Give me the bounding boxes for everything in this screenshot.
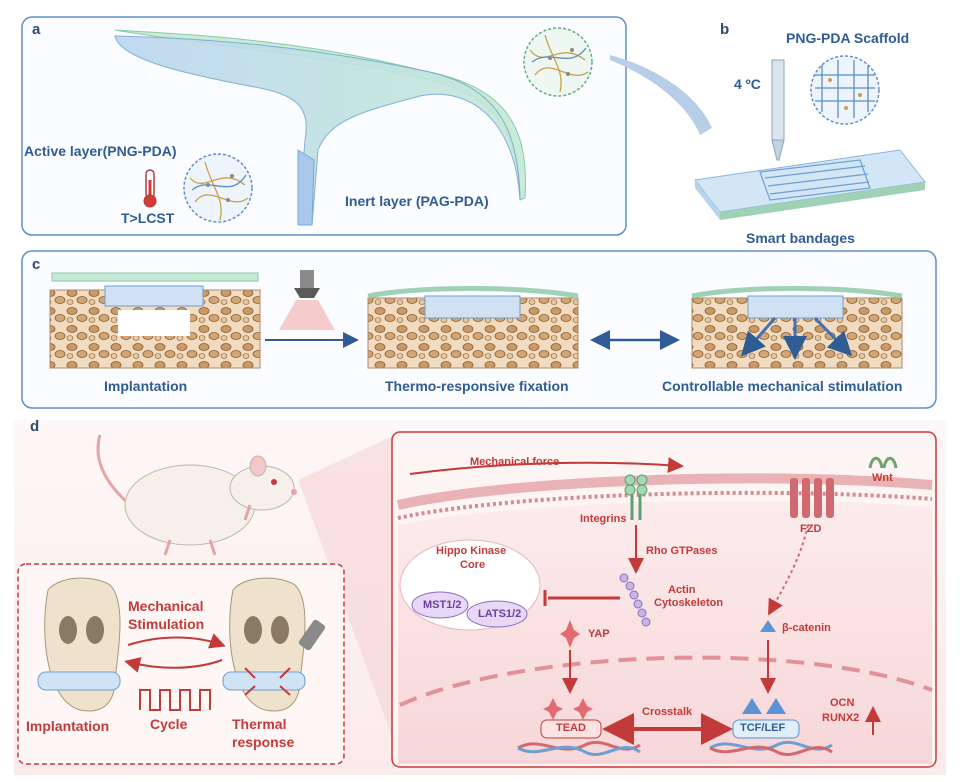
temperature-label: 4 ºC xyxy=(734,76,761,92)
runx2-label: RUNX2 xyxy=(822,712,860,724)
fzd-to-bcatenin-arrow xyxy=(768,524,809,616)
square-wave-icon xyxy=(139,689,211,711)
network-zoom-circle-bottom xyxy=(183,153,253,223)
tead-box xyxy=(540,719,602,739)
integrin-icon xyxy=(624,474,648,520)
implantation-label: Implantation xyxy=(26,718,110,734)
response-label: response xyxy=(232,734,295,750)
bandage-printing xyxy=(694,55,926,220)
panel-c-letter: c xyxy=(32,256,41,273)
bcatenin-triangle xyxy=(760,620,776,632)
mst-label: MST1/2 xyxy=(423,599,462,611)
step-thermo-fixation-label: Thermo-responsive fixation xyxy=(385,378,569,394)
mechanical-force-label: Mechanical force xyxy=(470,456,560,468)
rat-illustration xyxy=(96,434,297,556)
tcf-box xyxy=(732,719,800,739)
cycle-arrow-forward xyxy=(127,633,226,649)
thermal-label: Thermal xyxy=(232,716,287,732)
actin-filament-icon xyxy=(619,573,651,627)
mechanical-label: Mechanical xyxy=(128,598,204,614)
cycle-arrow-back xyxy=(124,657,223,673)
arrow-a-to-b xyxy=(610,55,712,135)
bcatenin-label: β-catenin xyxy=(782,622,831,634)
scaffold-label: PNG-PDA Scaffold xyxy=(786,30,910,46)
lats-oval xyxy=(466,600,528,628)
mst-oval xyxy=(411,591,469,619)
fzd-receptor-icon xyxy=(790,478,834,518)
tcf-lef-label: TCF/LEF xyxy=(740,722,786,734)
hippo-core-label: Core xyxy=(460,559,486,571)
skull-right xyxy=(222,577,326,712)
cycle-label: Cycle xyxy=(150,716,188,732)
step-mechanical-stimulation-label: Controllable mechanical stimulation xyxy=(662,378,903,394)
cytoskeleton-label: Cytoskeleton xyxy=(654,597,724,609)
cell-membrane-outer xyxy=(396,473,933,510)
panel-a-letter: a xyxy=(32,21,41,38)
hippo-kinase-label: Hippo Kinase xyxy=(436,545,507,557)
inhibition-arrow xyxy=(543,590,620,606)
active-layer-label: Active layer(PNG-PDA) xyxy=(24,143,177,159)
actin-label: Actin xyxy=(668,584,696,596)
zoom-cone xyxy=(298,435,395,745)
nuclear-envelope xyxy=(399,655,933,707)
wnt-label: Wnt xyxy=(872,472,893,484)
stimulation-label: Stimulation xyxy=(128,616,205,632)
mechanical-force-arrow xyxy=(409,457,684,475)
step-implantation-label: Implantation xyxy=(104,378,188,394)
panel-b-letter: b xyxy=(720,21,730,38)
bone-block-2 xyxy=(367,286,579,369)
tead-label: TEAD xyxy=(556,722,586,734)
bilayer-film xyxy=(114,29,527,226)
thermometer-icon xyxy=(143,169,157,208)
wnt-icon xyxy=(868,456,898,469)
fzd-label: FZD xyxy=(800,523,822,535)
crosstalk-label: Crosstalk xyxy=(642,706,693,718)
inert-layer-label: Inert layer (PAG-PDA) xyxy=(345,193,489,209)
light-lamp-icon xyxy=(279,270,335,330)
panel-d-letter: d xyxy=(30,418,40,435)
network-zoom-circle-top xyxy=(523,27,593,97)
smart-bandages-label: Smart bandages xyxy=(746,230,855,246)
rho-gtpases-label: Rho GTPases xyxy=(646,545,718,557)
lats-label: LATS1/2 xyxy=(478,608,522,620)
bone-block-1 xyxy=(49,272,261,369)
trigger-label: T>LCST xyxy=(121,210,175,226)
integrins-label: Integrins xyxy=(580,513,627,525)
ocn-label: OCN xyxy=(830,697,855,709)
yap-star xyxy=(560,620,580,648)
yap-label: YAP xyxy=(588,628,610,640)
bone-block-3 xyxy=(691,286,903,369)
skull-left xyxy=(37,577,121,712)
